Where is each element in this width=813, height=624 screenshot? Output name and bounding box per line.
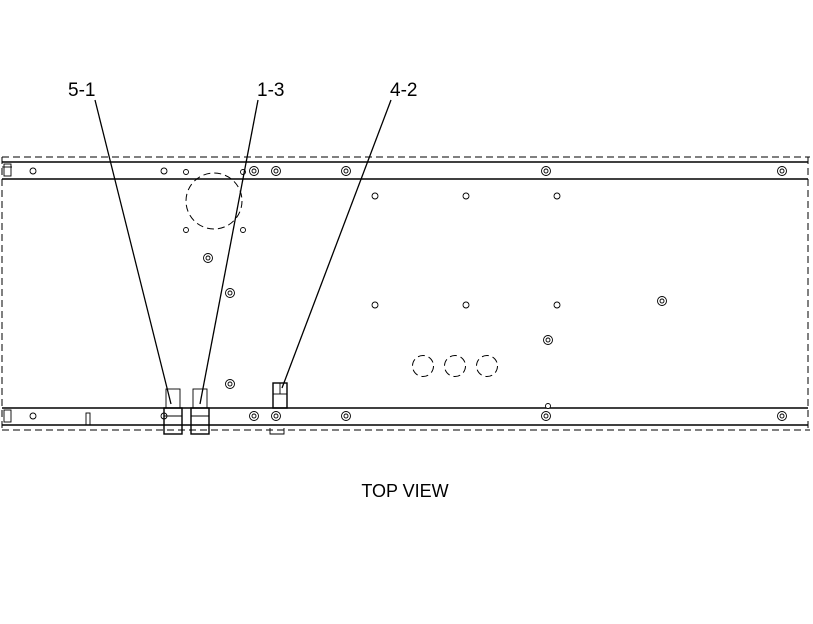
- lower-side-rail: [2, 407, 808, 426]
- leader-1-3: [199, 99, 259, 405]
- upper-rail-holes: [29, 166, 787, 176]
- lower-brackets: [163, 388, 210, 435]
- callout-label-4-2: 4-2: [390, 80, 417, 101]
- upper-side-rail: [2, 161, 808, 180]
- part-4-2: [272, 382, 288, 409]
- dashed-circle-group: [412, 355, 498, 377]
- leader-4-2: [281, 99, 392, 389]
- view-title: TOP VIEW: [361, 481, 448, 501]
- interior-holes: [203, 192, 667, 389]
- callout-label-1-3: 1-3: [257, 80, 284, 101]
- frame-outline: [1, 156, 810, 431]
- lower-rail-holes: [29, 403, 787, 435]
- leader-lines: [94, 99, 392, 405]
- leader-5-1: [94, 99, 172, 405]
- callout-label-5-1: 5-1: [68, 80, 95, 101]
